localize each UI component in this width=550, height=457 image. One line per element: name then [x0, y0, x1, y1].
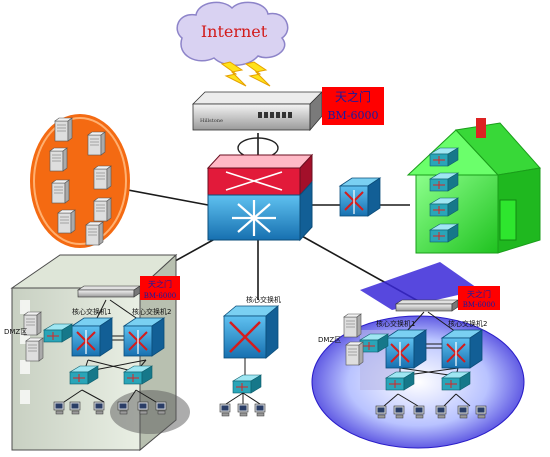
- right-core-switch-1-label: 核心交换机1: [376, 319, 415, 328]
- right-core-switch-2-label: 核心交换机2: [448, 319, 487, 328]
- firewall-device-text: Hillstone: [200, 118, 223, 124]
- core-router-icon: [339, 177, 381, 217]
- server-zone: [30, 114, 130, 248]
- left-firewall-model: BM-6000: [144, 292, 177, 300]
- right-firewall-model: BM-6000: [463, 301, 496, 309]
- right-dmz-label: DMZ区: [318, 336, 341, 344]
- right-firewall-brand: 天之门: [467, 289, 491, 299]
- switch-icon: [232, 374, 262, 394]
- left-firewall-label: 天之门 BM-6000: [140, 276, 180, 300]
- left-site-firewall: [77, 285, 141, 298]
- right-firewall-label: 天之门 BM-6000: [458, 286, 500, 310]
- core-router-icon: [222, 305, 280, 359]
- left-core-switch-1-label: 核心交换机1: [72, 307, 111, 316]
- right-site-firewall: [395, 299, 459, 312]
- internet-label: Internet: [201, 22, 268, 41]
- main-firewall-brand: 天之门: [335, 89, 371, 104]
- firewall-appliance-icon: [192, 91, 323, 132]
- left-core-switch-2-label: 核心交换机2: [132, 307, 171, 316]
- left-firewall-brand: 天之门: [148, 279, 172, 289]
- lightning-icon: [220, 61, 271, 87]
- middle-pc-links: [225, 392, 261, 405]
- pc-icon: [219, 403, 266, 417]
- middle-core-switch-label: 核心交换机: [246, 295, 281, 304]
- left-dmz-label: DMZ区: [4, 328, 27, 336]
- cloud-icon: [176, 1, 289, 66]
- main-firewall-model: BM-6000: [327, 109, 378, 122]
- house-icon: [406, 118, 541, 254]
- main-firewall-label: 天之门 BM-6000: [322, 87, 384, 125]
- core-router-icon: [206, 153, 314, 242]
